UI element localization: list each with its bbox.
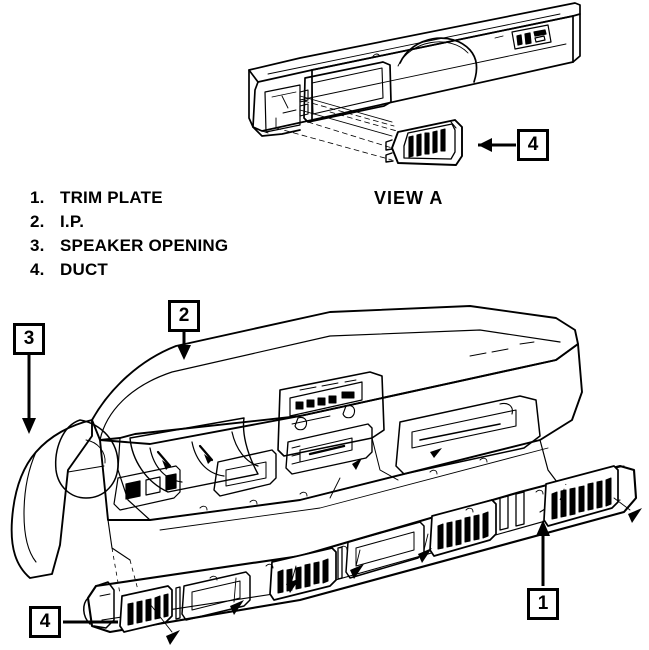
ip-rail-stripe-b (299, 43, 567, 101)
radio-faceplate (289, 381, 363, 417)
ip-body-left-edge (252, 81, 259, 128)
radio-buttons (295, 391, 355, 410)
ip-under-brace (329, 477, 341, 499)
ip-left-vent-inner (225, 461, 267, 487)
trim-plate-vents (119, 465, 619, 633)
ip-rail-stripe-a (267, 13, 561, 75)
callout-2-arrowhead (177, 345, 191, 360)
radio-knobs (294, 404, 356, 431)
callout-box-3-speaker-opening: 3 (13, 323, 45, 355)
trim-plate-left-bracket (93, 581, 115, 629)
duct-part-view-a (385, 119, 463, 166)
callout-box-1-trim-plate: 1 (527, 588, 559, 620)
legend-item-3: 3. SPEAKER OPENING (30, 236, 320, 260)
trim-plate-opening-center-inner (355, 531, 415, 567)
ip-left-vent-frame (213, 449, 277, 497)
ip-front-face (99, 343, 583, 521)
legend-item-4: 4. DUCT (30, 260, 320, 284)
duct-opening-frame-outer (303, 61, 392, 123)
ip-left-opening-line (271, 91, 297, 98)
duct-bracket-tab-lower (299, 103, 309, 117)
ip-rail-tick-2 (371, 53, 380, 59)
callout-box-2-ip: 2 (168, 300, 200, 332)
left-switch-cluster (113, 465, 181, 511)
ip-front-upper-edge (311, 15, 574, 71)
ip-lower-shadow (159, 447, 549, 531)
ip-body-notch (261, 130, 269, 134)
parts-legend: 1. TRIM PLATE 2. I.P. 3. SPEAKER OPENING… (30, 188, 320, 284)
legend-item-2: 2. I.P. (30, 212, 320, 236)
view-a-leader-tick (281, 95, 289, 109)
assembly-projection-lines (275, 100, 405, 161)
trim-plate-locating-lines (111, 483, 567, 595)
ip-front-lower-edge (311, 61, 574, 121)
ip-left-end-face (248, 69, 313, 132)
hvac-control-head (285, 423, 373, 475)
trim-plate-opening-left-inner (191, 580, 241, 611)
legend-item-2-number: 2. (30, 212, 45, 231)
ip-arched-cutout-inner (397, 41, 469, 67)
cluster-gauges (149, 431, 259, 483)
assembly-guide-lines (299, 95, 393, 137)
ip-face-fastener-marks (199, 457, 488, 511)
legend-item-1: 1. TRIM PLATE (30, 188, 320, 212)
ip-switch-plate-detail (511, 24, 552, 50)
trim-plate-face-marks (209, 489, 544, 581)
ip-right-side-face (572, 13, 581, 63)
callout-3-arrowhead (22, 418, 36, 434)
speaker-opening-slot (67, 465, 105, 473)
callout-1-arrowhead (536, 520, 550, 536)
speaker-opening (54, 419, 119, 499)
radio-display-line (291, 415, 331, 425)
glove-box-door (395, 395, 541, 475)
ip-crown-inner-edge (99, 329, 561, 441)
hvac-display (299, 437, 353, 463)
legend-item-4-label: DUCT (60, 260, 109, 279)
duct-bracket-tab-upper (299, 89, 309, 103)
ip-left-interior-opening (264, 84, 301, 133)
callout-box-4-duct: 4 (29, 606, 61, 638)
ip-left-end-cap (10, 419, 93, 579)
face-direction-arrows (352, 448, 442, 470)
hvac-slider (308, 444, 346, 456)
ip-left-endcap-inner (23, 451, 37, 563)
legend-item-1-label: TRIM PLATE (60, 188, 163, 207)
center-stack-bezel (277, 371, 385, 457)
glove-box-handle (419, 423, 501, 441)
legend-item-3-label: SPEAKER OPENING (60, 236, 229, 255)
hvac-levers (291, 445, 301, 465)
view-a-label: VIEW A (374, 188, 444, 208)
ip-crown-texture (299, 341, 535, 391)
ip-rail-tick-1 (494, 35, 504, 39)
center-stack-return (371, 437, 399, 481)
callout-box-4-view-a: 4 (517, 129, 549, 161)
ip-body-bottom-left (252, 126, 301, 137)
legend-item-3-number: 3. (30, 236, 45, 255)
ip-interior-shelf (282, 109, 297, 114)
ip-lower-left-return (107, 519, 131, 561)
callout-leader-arrows (22, 332, 550, 624)
ip-upper-rail-top (248, 2, 581, 83)
ip-crown-stripe (175, 311, 331, 347)
ip-arched-cutout (399, 37, 478, 83)
trim-plate-bracket-slot (99, 593, 111, 597)
instrument-panel-main-drawing (10, 305, 583, 579)
instrument-cluster-bezel (129, 417, 259, 493)
glove-box-latch (499, 402, 513, 415)
legend-item-1-number: 1. (30, 188, 45, 207)
trim-plate-clip-arrows (166, 508, 642, 645)
legend-item-2-label: I.P. (60, 212, 85, 231)
trim-plate-opening-left (181, 571, 251, 621)
callout-4-view-arrow (478, 138, 516, 152)
ip-front-right-corner (539, 439, 561, 487)
trim-plate-clip-leaders (149, 497, 631, 633)
legend-item-4-number: 4. (30, 260, 45, 279)
ip-front-left-corner (117, 437, 151, 521)
view-a-detail-drawing (248, 2, 581, 166)
ip-lower-edge (149, 439, 541, 521)
trim-plate-assembly (83, 464, 642, 645)
glove-box-inset (411, 409, 517, 449)
